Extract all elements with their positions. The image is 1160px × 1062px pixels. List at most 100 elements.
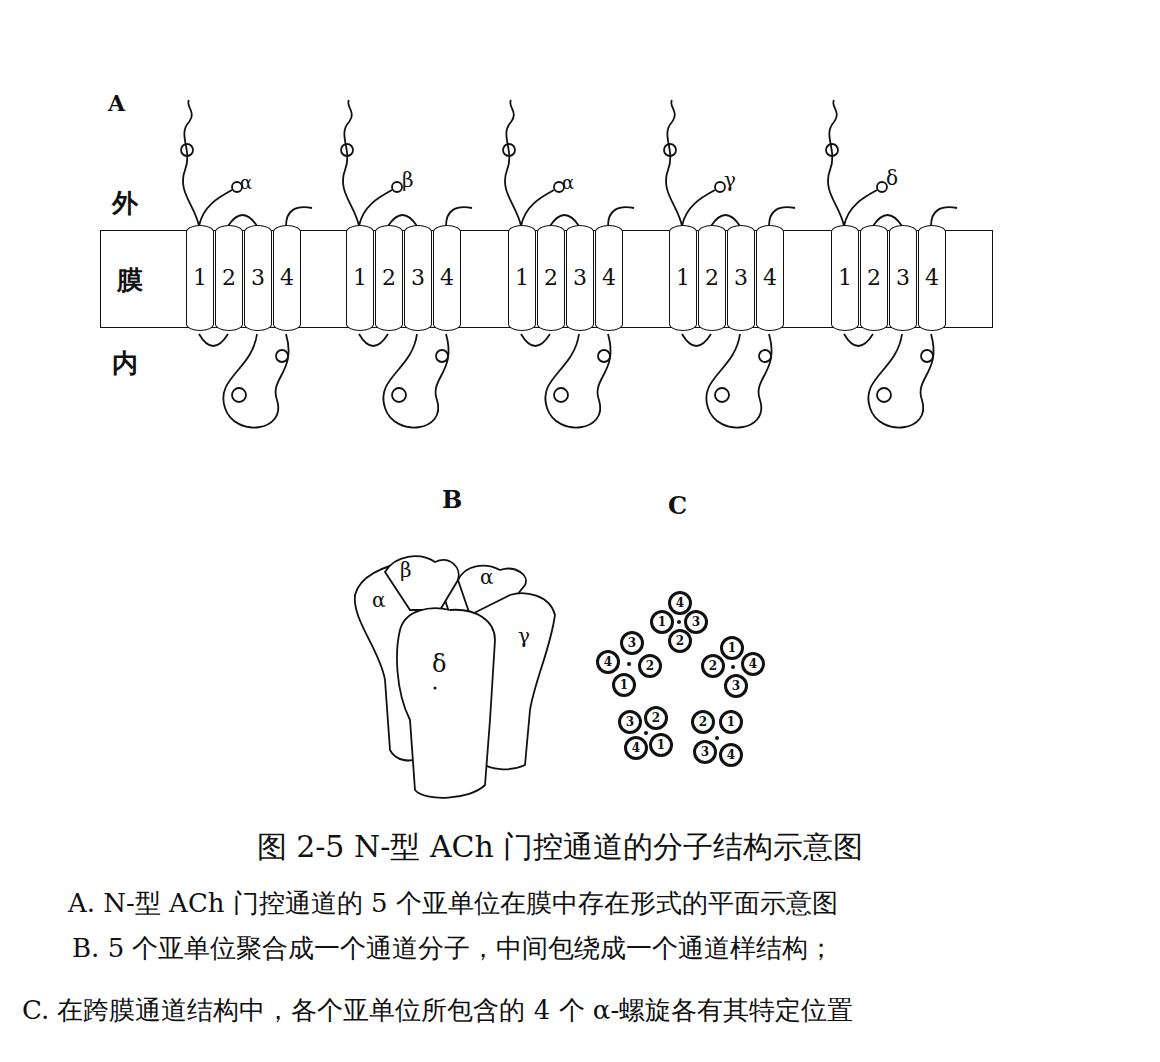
peptide-coil: [232, 388, 246, 402]
peptide-chain: [505, 100, 521, 226]
helix-number: 3: [251, 267, 265, 289]
helix-cylinder: 3: [889, 225, 917, 331]
helix-number: 4: [676, 597, 684, 609]
helix-cylinder: 4: [756, 225, 784, 331]
helix-cylinder: 3: [244, 225, 272, 331]
helix-number: 4: [727, 749, 735, 761]
peptide-chain: [868, 334, 933, 428]
helix-circle: 1: [650, 610, 674, 634]
peptide-coil: [598, 350, 610, 362]
subunit-letter: α: [372, 590, 386, 610]
peptide-chain: [199, 334, 228, 346]
panel-letter: C: [668, 494, 687, 518]
helix-number: 4: [440, 267, 454, 289]
peptide-chain: [383, 334, 448, 428]
helix-cylinder: 4: [595, 225, 623, 331]
helix-circle: 1: [649, 733, 673, 757]
helix-cylinder: 1: [186, 225, 214, 331]
helix-cylinder: 4: [918, 225, 946, 331]
helix-cylinder: 2: [698, 225, 726, 331]
subunit-body: [458, 566, 526, 615]
peptide-chain: [286, 207, 312, 226]
helix-number: 4: [749, 658, 757, 670]
subunit-shape: β: [340, 540, 565, 810]
helix-circle: 3: [620, 631, 644, 655]
subunit-outline: [340, 540, 565, 810]
helix-circle: 3: [618, 710, 642, 734]
helix-cylinder: 2: [215, 225, 243, 331]
membrane-band: 膜12341234123412341234: [100, 230, 993, 328]
peptide-coil: [392, 388, 406, 402]
helix-number: 1: [658, 616, 666, 628]
peptide-coil: [276, 350, 288, 362]
subunit-shape: α: [340, 540, 565, 810]
helix-number: 1: [676, 267, 690, 289]
helix-number: 2: [646, 660, 654, 672]
pore-dot: [715, 736, 719, 740]
subunit-letter: γ: [518, 626, 530, 646]
panel-letter: A: [108, 92, 125, 114]
peptide-chain: [359, 334, 388, 346]
helix-circle: 4: [719, 743, 743, 767]
description: C. 在跨膜通道结构中，各个亚单位所包含的 4 个 α-螺旋各有其特定位置: [22, 997, 853, 1023]
peptide-coil: [877, 388, 891, 402]
subunit-name: δ: [886, 168, 898, 188]
subunit-outline: [340, 540, 565, 810]
helix-number: 2: [676, 635, 684, 647]
peptide-coil: [664, 144, 676, 156]
helix-cylinder: 3: [727, 225, 755, 331]
helix-number: 3: [626, 716, 634, 728]
peptide-chain: [706, 334, 771, 428]
helix-circle: 3: [724, 674, 748, 698]
helix-number: 2: [222, 267, 236, 289]
helix-number: 1: [515, 267, 529, 289]
helix-circle: 2: [691, 710, 715, 734]
helix-number: 3: [411, 267, 425, 289]
helix-number: 3: [628, 637, 636, 649]
subunit-name: γ: [724, 170, 736, 190]
subunit-letter: α: [480, 567, 494, 587]
peptide-chain: [521, 334, 550, 346]
peptide-coil: [503, 144, 515, 156]
helix-number: 3: [692, 616, 700, 628]
helix-cylinder: 3: [404, 225, 432, 331]
peptide-chain: [343, 100, 359, 226]
subunit-name: α: [240, 174, 252, 192]
peptide-coil: [715, 182, 725, 192]
helix-number: 3: [734, 267, 748, 289]
peptide-chain: [828, 100, 844, 226]
helix-number: 4: [763, 267, 777, 289]
helix-cylinder: 1: [508, 225, 536, 331]
helix-circle: 1: [612, 673, 636, 697]
helix-number: 3: [896, 267, 910, 289]
helix-number: 3: [573, 267, 587, 289]
pore-dot: [644, 731, 648, 735]
peptide-chain: [844, 334, 873, 346]
helix-number: 1: [193, 267, 207, 289]
helix-number: 4: [632, 742, 640, 754]
helix-circle: 2: [638, 654, 662, 678]
peptide-chain: [682, 334, 711, 346]
panel-letter: B: [442, 488, 462, 512]
helix-circle: 3: [693, 740, 717, 764]
figure-caption: 图 2-5 N-型 ACh 门控通道的分子结构示意图: [257, 832, 864, 862]
helix-cylinder: 3: [566, 225, 594, 331]
helix-number: 1: [620, 679, 628, 691]
helix-circle: 2: [668, 629, 692, 653]
dot: [434, 687, 437, 690]
peptide-coil: [826, 144, 838, 156]
helix-number: 4: [602, 267, 616, 289]
subunit-outline: [340, 540, 565, 810]
helix-circle: 4: [596, 650, 620, 674]
helix-cylinder: 2: [537, 225, 565, 331]
helix-number: 1: [657, 739, 665, 751]
helix-number: 2: [867, 267, 881, 289]
peptide-chain: [199, 190, 232, 226]
helix-circle: 4: [741, 652, 765, 676]
peptide-coil: [921, 350, 933, 362]
helix-number: 1: [353, 267, 367, 289]
pore-dot: [731, 665, 735, 669]
peptide-chain: [844, 190, 877, 226]
peptide-chain: [359, 190, 392, 226]
peptide-coil: [181, 144, 193, 156]
